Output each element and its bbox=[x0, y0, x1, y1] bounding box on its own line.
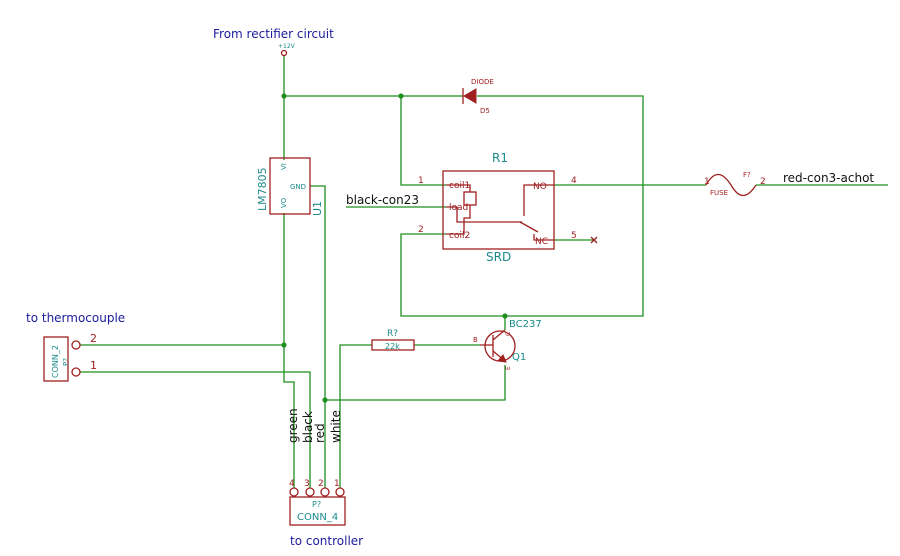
wire-label-white: white bbox=[329, 410, 343, 443]
wire-vo-down bbox=[283, 213, 295, 488]
thermo-conn-name: CONN_2 bbox=[51, 345, 60, 378]
thermo-conn-pin1: 1 bbox=[90, 359, 97, 372]
ctrl-conn-terminal bbox=[289, 487, 299, 497]
fuse-pin-1: 1 bbox=[704, 177, 710, 187]
relay-pin-coil2: coil2 bbox=[449, 231, 470, 241]
wire-label-red: red bbox=[313, 423, 327, 443]
from-rectifier-label: From rectifier circuit bbox=[213, 27, 334, 41]
junction-dot bbox=[281, 342, 287, 348]
transistor-pin-e: E bbox=[505, 366, 512, 370]
transistor-collector bbox=[492, 329, 506, 341]
ctrl-conn-pin-4: 4 bbox=[289, 479, 295, 489]
regulator-vo: VO bbox=[280, 197, 288, 208]
ctrl-conn-name: CONN_4 bbox=[297, 512, 338, 523]
relay-load-lead bbox=[446, 206, 522, 223]
wire-label-green: green bbox=[286, 408, 300, 443]
resistor-body bbox=[371, 339, 415, 351]
regulator-gnd: GND bbox=[290, 183, 306, 191]
supply-terminal bbox=[280, 49, 288, 57]
fuse-symbol bbox=[705, 173, 757, 197]
relay-ref: R1 bbox=[492, 151, 508, 165]
wire-coil2-loop bbox=[400, 233, 505, 317]
relay-pin-num-2: 2 bbox=[418, 225, 424, 235]
thermo-conn-pin1-terminal bbox=[71, 367, 81, 377]
junction-dot bbox=[398, 93, 404, 99]
relay-coil-lead-top bbox=[446, 184, 471, 192]
diode-value: DIODE bbox=[471, 78, 494, 86]
ctrl-conn-terminal bbox=[320, 487, 330, 497]
to-thermocouple-label: to thermocouple bbox=[26, 311, 125, 325]
regulator-vi: VI bbox=[280, 163, 288, 170]
relay-switch-arm bbox=[519, 221, 539, 233]
relay-pin-num-5: 5 bbox=[571, 231, 577, 241]
wire-rail-to-coil1 bbox=[400, 96, 446, 186]
diode-triangle bbox=[463, 88, 477, 104]
wires bbox=[80, 56, 888, 488]
relay-no-lead bbox=[523, 184, 554, 216]
fuse-value: FUSE bbox=[710, 189, 728, 197]
ctrl-conn-pin-3: 3 bbox=[304, 479, 310, 489]
junction-dot bbox=[322, 397, 328, 403]
transistor-ref: Q1 bbox=[512, 352, 526, 363]
fuse-pin-2: 2 bbox=[760, 177, 766, 187]
supply-label: +12V bbox=[278, 43, 296, 50]
wire-resistor-left bbox=[339, 344, 372, 488]
red-con-label: red-con3-achot bbox=[783, 171, 874, 185]
thermo-conn-ref: P? bbox=[62, 358, 70, 366]
relay-pin-num-4: 4 bbox=[571, 176, 577, 186]
regulator-u1: LM7805 U1 VI VO GND bbox=[256, 157, 324, 216]
relay-pin-coil1: coil1 bbox=[449, 181, 470, 191]
regulator-name: LM7805 bbox=[256, 167, 269, 211]
thermocouple-connector: to thermocouple CONN_2 P? 2 1 bbox=[26, 311, 125, 382]
transistor-pin-c: C bbox=[505, 332, 512, 336]
ctrl-conn-pin-1: 1 bbox=[334, 479, 340, 489]
diode-ref: D5 bbox=[480, 107, 490, 115]
wire-label-black: black bbox=[301, 411, 315, 443]
resistor-r: R? 22k bbox=[371, 329, 415, 351]
black-con-label: black-con23 bbox=[346, 193, 419, 207]
transistor-value: BC237 bbox=[509, 319, 542, 330]
transistor-q1: BC237 Q1 B C E bbox=[473, 319, 542, 370]
ctrl-conn-body bbox=[289, 496, 346, 526]
fuse-ref: F? bbox=[743, 171, 751, 179]
junctions bbox=[281, 93, 508, 403]
to-controller-label: to controller bbox=[290, 534, 363, 548]
controller-connector: green black red white 4 3 2 1 P? CONN_4 … bbox=[286, 408, 363, 548]
junction-dot bbox=[281, 93, 287, 99]
ctrl-conn-pin-2: 2 bbox=[318, 479, 324, 489]
wire-thermo-pin1 bbox=[80, 371, 311, 488]
ctrl-conn-ref: P? bbox=[312, 500, 321, 509]
relay-pin-num-1: 1 bbox=[418, 176, 424, 186]
regulator-ref: U1 bbox=[311, 201, 324, 216]
thermo-conn-pin2: 2 bbox=[90, 332, 97, 345]
diode-d5: DIODE D5 bbox=[462, 78, 494, 115]
wire-emitter bbox=[325, 365, 506, 401]
relay-body bbox=[442, 170, 555, 250]
transistor-pin-b: B bbox=[473, 336, 478, 344]
regulator-body bbox=[269, 157, 311, 215]
resistor-value: 22k bbox=[385, 342, 400, 351]
relay-nc-lead bbox=[533, 234, 554, 241]
fuse-f: FUSE F? 1 2 red-con3-achot bbox=[704, 171, 874, 197]
relay-pin-load: load bbox=[449, 203, 468, 213]
relay-value: SRD bbox=[486, 250, 511, 264]
junction-dot bbox=[502, 313, 508, 319]
relay-coil-lead-bottom bbox=[446, 205, 471, 235]
relay-pin-no: NO bbox=[533, 182, 547, 192]
thermo-conn-body bbox=[43, 336, 69, 382]
no-connect-mark bbox=[590, 236, 598, 244]
wire-diode-to-right bbox=[477, 95, 644, 317]
thermo-conn-pin2-terminal bbox=[71, 340, 81, 350]
wire-gnd-down bbox=[310, 185, 326, 488]
relay-r1: R1 SRD coil1 load coil2 NO NC 1 2 4 5 bl… bbox=[346, 151, 598, 264]
relay-pin-nc: NC bbox=[535, 237, 548, 247]
resistor-ref: R? bbox=[387, 329, 398, 339]
ctrl-conn-terminal bbox=[305, 487, 315, 497]
ctrl-conn-terminal bbox=[335, 487, 345, 497]
transistor-emitter-arrow bbox=[497, 354, 507, 363]
